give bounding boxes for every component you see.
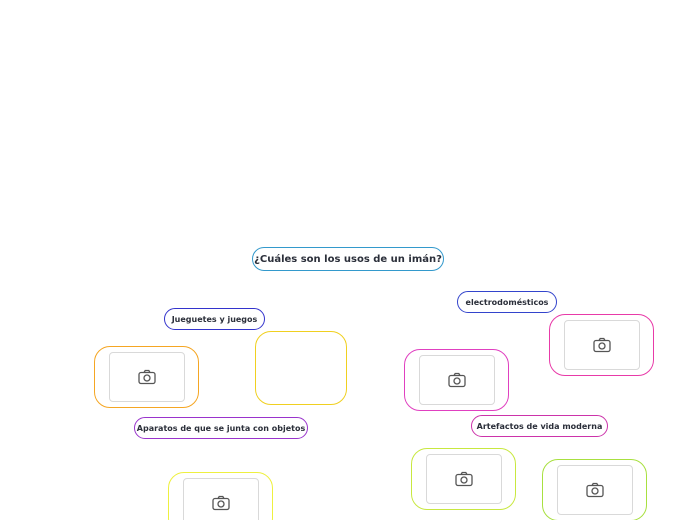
image-placeholder [419, 355, 495, 405]
branch-electrodomesticos[interactable]: electrodomésticos [457, 291, 557, 313]
branch-aparatos[interactable]: Aparatos de que se junta con objetos [134, 417, 308, 439]
image-topic-lime[interactable] [411, 448, 516, 510]
image-placeholder [183, 478, 259, 520]
image-topic-orange[interactable] [94, 346, 199, 408]
image-placeholder [557, 465, 633, 515]
camera-icon [212, 495, 230, 511]
image-placeholder [564, 320, 640, 370]
image-placeholder [426, 454, 502, 504]
camera-icon [448, 372, 466, 388]
branch-jueguetes-y-juegos[interactable]: Jueguetes y juegos [164, 308, 265, 330]
central-topic[interactable]: ¿Cuáles son los usos de un imán? [252, 247, 444, 271]
image-placeholder [109, 352, 185, 402]
camera-icon [593, 337, 611, 353]
empty-topic-yellow[interactable] [255, 331, 347, 405]
image-topic-pink[interactable] [549, 314, 654, 376]
image-topic-yellow[interactable] [168, 472, 273, 520]
image-topic-green[interactable] [542, 459, 647, 520]
camera-icon [586, 482, 604, 498]
camera-icon [138, 369, 156, 385]
image-topic-magenta[interactable] [404, 349, 509, 411]
camera-icon [455, 471, 473, 487]
branch-artefactos[interactable]: Artefactos de vida moderna [471, 415, 608, 437]
